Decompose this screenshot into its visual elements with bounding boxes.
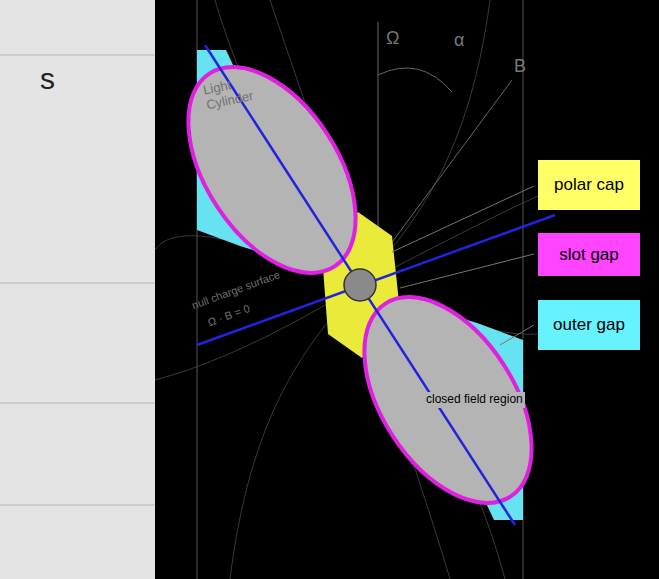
slide-rule <box>0 282 155 284</box>
region-label: closed field region <box>424 392 525 408</box>
slide-rules <box>0 55 155 505</box>
closed-field-lobe <box>330 268 566 533</box>
slide-ground <box>0 0 155 579</box>
field-lines <box>155 0 600 579</box>
slide-text-fragment: s <box>40 62 55 97</box>
slide-rule <box>0 504 155 506</box>
legend-label: outer gap <box>553 315 625 335</box>
rotation-axis-label: Ω <box>386 28 399 49</box>
inclination-arc <box>378 68 452 92</box>
leader-line <box>392 186 534 252</box>
angle-label: α <box>454 30 464 51</box>
legend-label: polar cap <box>554 175 624 195</box>
legend-entry: slot gap <box>538 233 640 276</box>
closed-field-lobe <box>154 38 390 303</box>
leader-line <box>400 254 534 288</box>
neutron-star <box>344 269 376 301</box>
legend-swatch: slot gap <box>538 233 640 276</box>
legend-swatch: outer gap <box>538 300 640 350</box>
legend-label: slot gap <box>559 245 619 265</box>
legend-entry: outer gap <box>538 300 640 350</box>
magnetic-axis-label: B <box>514 56 526 77</box>
slide-rule <box>0 402 155 404</box>
leader-lines <box>392 186 534 345</box>
legend-swatch: polar cap <box>538 160 640 210</box>
legend-entry: polar cap <box>538 160 640 210</box>
leader-line <box>500 325 534 345</box>
black-panel <box>155 0 659 579</box>
slide-rule <box>0 54 155 56</box>
